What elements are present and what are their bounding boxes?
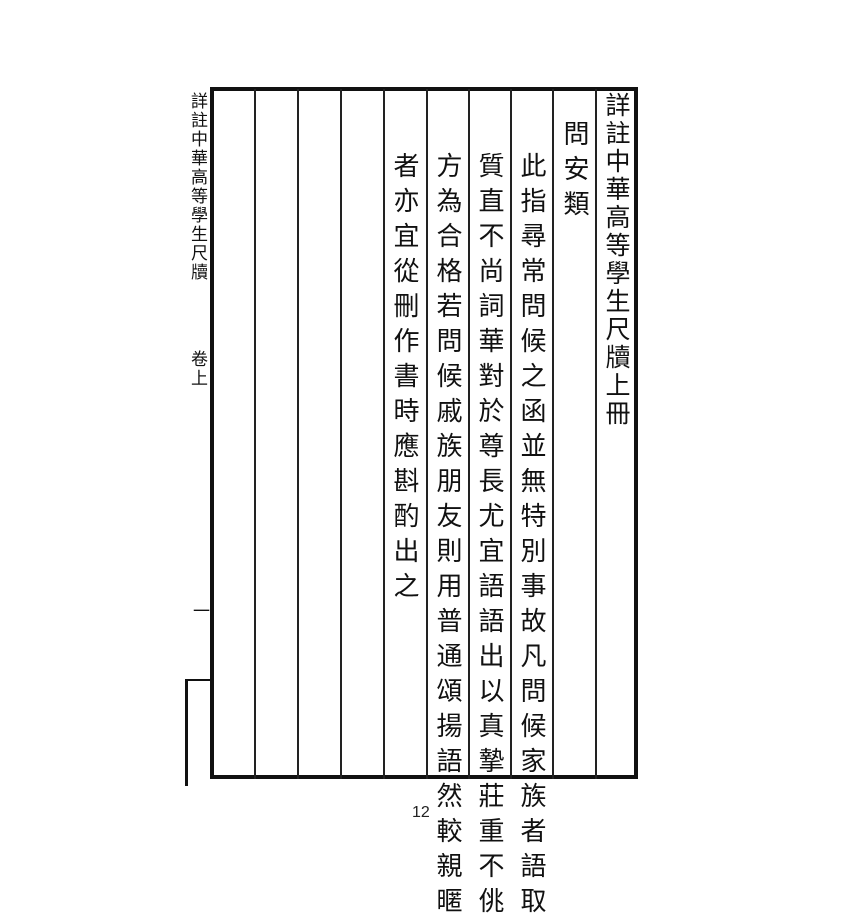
- column-rule: [510, 89, 512, 779]
- margin-volume: 卷上: [187, 350, 207, 388]
- column-rule: [595, 89, 597, 779]
- column-rule: [468, 89, 470, 779]
- column-rule: [383, 89, 385, 779]
- text-line-1: 此指尋常問候之函並無特別事故凡問候家族者語取: [516, 152, 546, 922]
- text-line-4: 者亦宜從刪作書時應斟酌出之: [389, 152, 419, 607]
- column-rule: [426, 89, 428, 779]
- text-line-3: 方為合格若問候戚族朋友則用普通頌揚語然較親暱: [432, 152, 462, 922]
- section-heading: 問安類: [559, 120, 589, 225]
- page-title: 詳註中華高等學生尺牘上冊: [602, 92, 631, 428]
- text-line-2: 質直不尚詞華對於尊長尤宜語語出以真摯莊重不佻: [474, 152, 504, 922]
- column-rule: [254, 89, 256, 779]
- page-border-frame: [210, 87, 638, 779]
- column-rule: [297, 89, 299, 779]
- margin-book-title: 詳註中華高等學生尺牘: [187, 92, 207, 282]
- margin-leaf-number: 一: [189, 602, 209, 621]
- column-rule: [340, 89, 342, 779]
- column-rule: [552, 89, 554, 779]
- margin-bracket: [185, 679, 210, 786]
- page-number: 12: [412, 804, 430, 821]
